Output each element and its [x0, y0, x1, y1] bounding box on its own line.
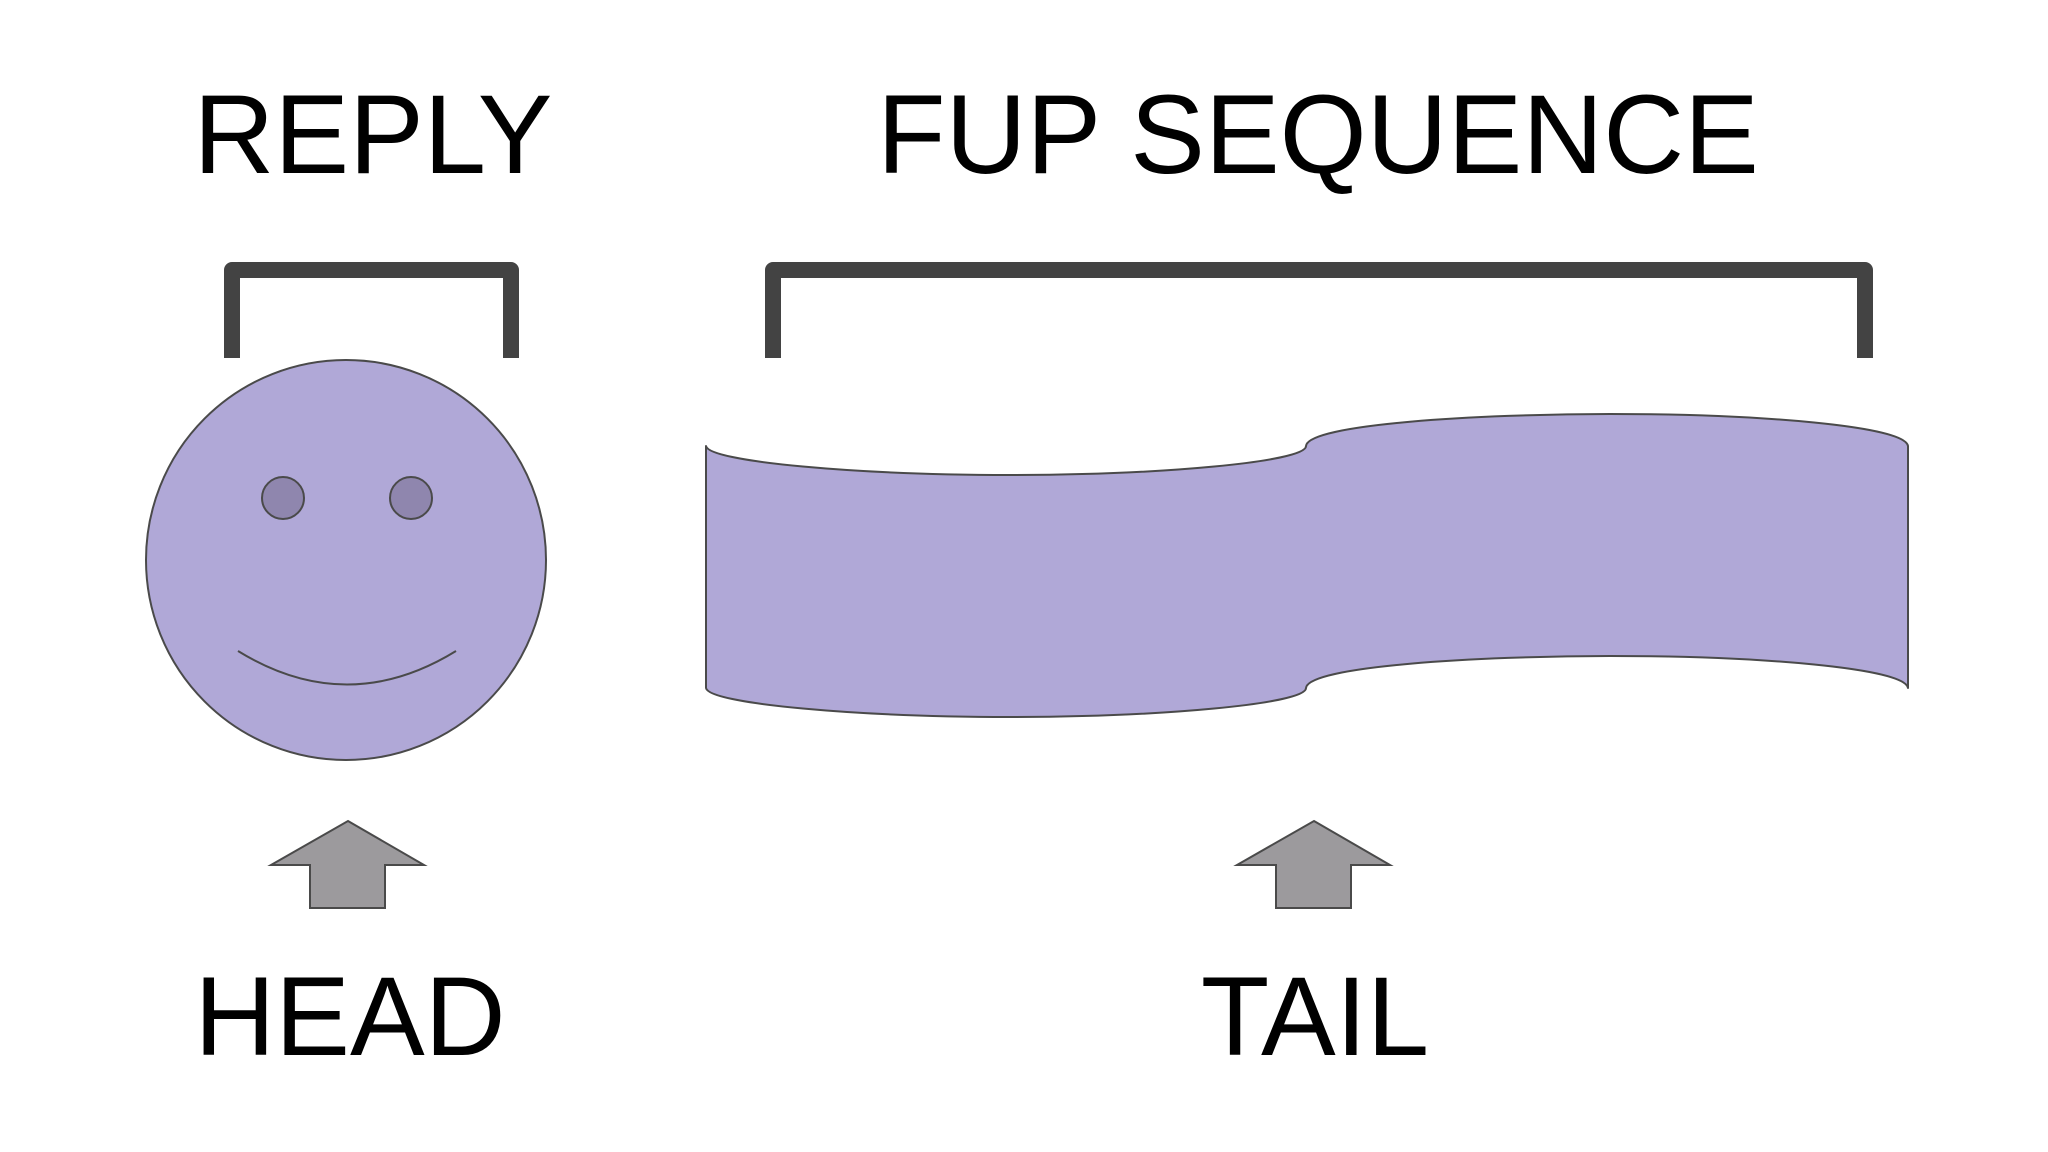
reply-bracket	[224, 262, 519, 358]
fup-sequence-label: FUP SEQUENCE	[877, 72, 1759, 197]
right-eye	[389, 476, 433, 520]
left-eye	[261, 476, 305, 520]
reply-label: REPLY	[194, 72, 553, 197]
head-up-arrow-icon	[267, 819, 428, 909]
scroll-banner-icon	[705, 413, 1909, 718]
head-label: HEAD	[194, 954, 505, 1079]
fup-sequence-bracket	[765, 262, 1873, 358]
smiley-face-icon	[145, 359, 547, 761]
tail-label: TAIL	[1201, 954, 1429, 1079]
tail-up-arrow-icon	[1233, 819, 1394, 909]
smile	[237, 650, 457, 686]
